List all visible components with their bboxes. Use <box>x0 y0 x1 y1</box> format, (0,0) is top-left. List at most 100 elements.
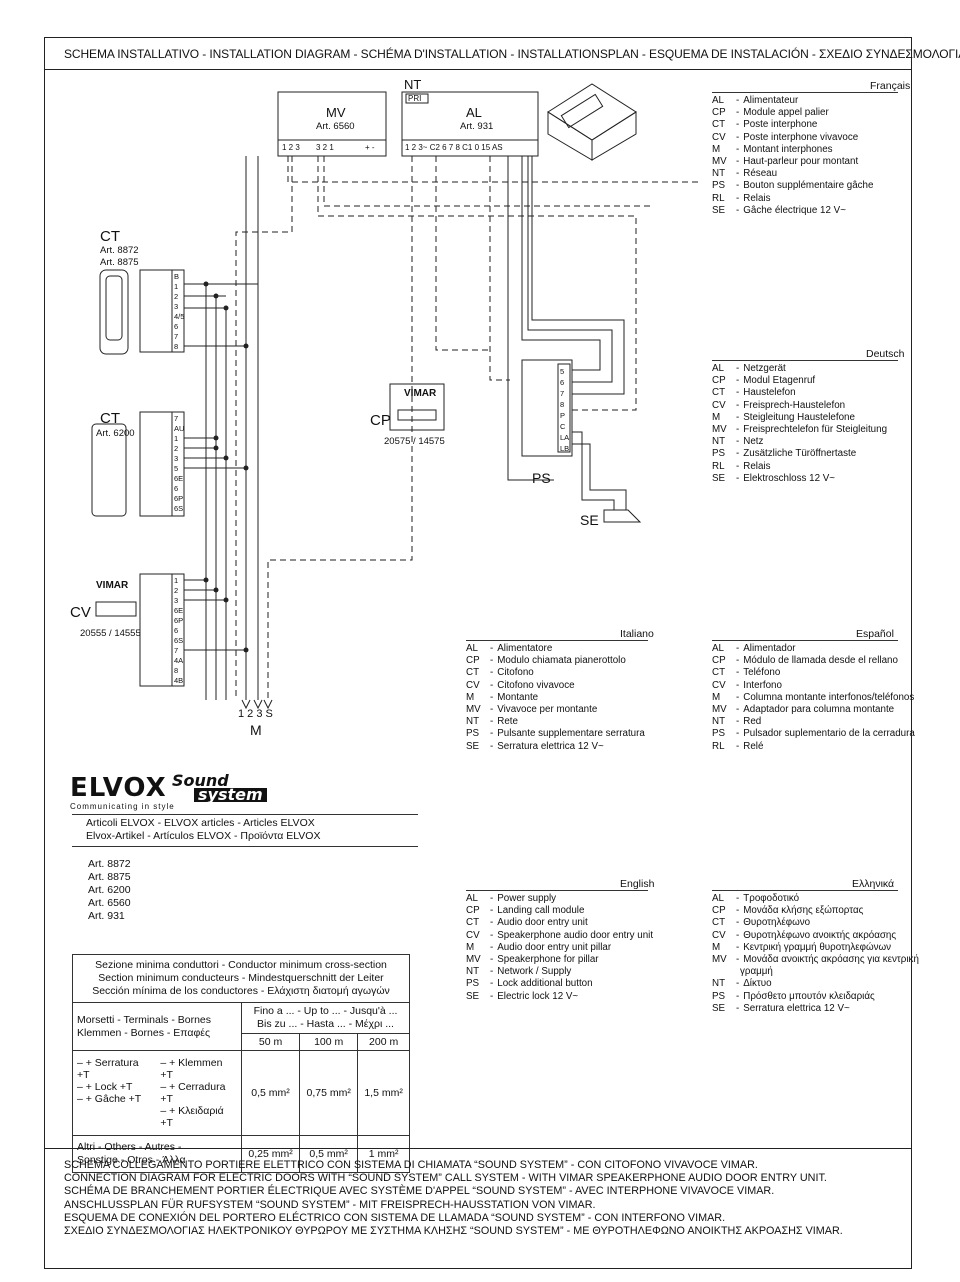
terminal-label: 7 <box>174 332 179 341</box>
legend-row: CV-Speakerphone audio door entry unit <box>466 930 653 942</box>
ct1-handset <box>99 269 129 355</box>
legend-key: MV <box>712 954 727 966</box>
terminal-label: 5 <box>560 367 565 376</box>
footer-line: ANSCHLUSSPLAN FÜR RUFSYSTEM “SOUND SYSTE… <box>64 1198 596 1211</box>
legend-key: M <box>466 941 475 953</box>
legend-dash: - <box>736 204 740 216</box>
legend-value: Landing call module <box>497 905 585 917</box>
cv-display <box>95 601 137 617</box>
terminal-label: 8 <box>560 400 565 409</box>
legend-dash: - <box>490 966 494 978</box>
page-frame <box>44 37 912 1269</box>
al-terms: 1 2 3~ C2 6 7 8 C1 0 15 AS <box>405 143 503 152</box>
cv-art: 20555 / 14555 <box>80 628 141 639</box>
legend-value: Serratura elettrica 12 V~ <box>497 740 604 752</box>
legend-key: AL <box>712 363 724 374</box>
legend-row: CP-Módulo de llamada desde el rellano <box>712 655 915 667</box>
article-item: Art. 8872 <box>88 858 131 870</box>
terminals-cell: Morsetti - Terminals - Bornes Klemmen - … <box>72 1002 242 1051</box>
legend-key: CP <box>712 655 726 667</box>
upto-1: Fino a ... - Up to ... - Jusqu'à ... <box>253 1005 398 1017</box>
terminal-label: 6E <box>174 606 184 615</box>
articles-title-2: Elvox-Artikel - Artículos ELVOX - Προϊόν… <box>86 830 321 842</box>
footer-line: ESQUEMA DE CONEXIÓN DEL PORTERO ELÉCTRIC… <box>64 1211 726 1224</box>
terminals-2: Klemmen - Bornes - Επαφές <box>77 1026 210 1039</box>
legend-dash: - <box>490 667 494 679</box>
legend-key: M <box>712 143 721 155</box>
legend-row: PS-Pulsante supplementare serratura <box>466 728 645 740</box>
legend-row: CP-Modul Etagenruf <box>712 375 887 387</box>
legend-row: NT-Δίκτυο <box>712 978 919 990</box>
dist-200: 200 m <box>357 1033 410 1051</box>
cv-brand: VIMAR <box>96 580 129 591</box>
legend-row: M-Columna montante interfonos/teléfonos <box>712 692 915 704</box>
legend-key: NT <box>712 436 726 448</box>
terminal-label: 8 <box>174 666 179 675</box>
legend-dash: - <box>736 893 740 904</box>
legend-key: CT <box>712 667 726 679</box>
upto-cell: Fino a ... - Up to ... - Jusqu'à ... Bis… <box>241 1002 410 1034</box>
legend-row: CT-Audio door entry unit <box>466 917 653 929</box>
ct2-art: Art. 6200 <box>96 428 135 439</box>
ct1-art1: Art. 8872 <box>100 245 139 256</box>
others-50: 0,25 mm² <box>240 1135 301 1173</box>
legend-row: NT-Rete <box>466 716 645 728</box>
legend-row: AL-Alimentateur <box>712 95 873 107</box>
lock-a3: – + Gâche +T <box>77 1093 142 1105</box>
legend-dash: - <box>736 978 740 990</box>
legend-key: CV <box>712 399 726 411</box>
legend-key: CP <box>466 655 480 667</box>
legend-dash: - <box>736 399 740 411</box>
legend-dash: - <box>736 387 740 399</box>
page-title: SCHEMA INSTALLATIVO - INSTALLATION DIAGR… <box>64 47 960 61</box>
legend-row: PS-Πρόσθετο μπουτόν κλειδαριάς <box>712 991 919 1003</box>
terminal-label: 6E <box>174 474 184 483</box>
legend-dash: - <box>490 917 494 929</box>
mv-label: MV <box>326 105 346 120</box>
legend-row: MV-Vivavoce per montante <box>466 704 645 716</box>
terminal-label: 6 <box>174 484 179 493</box>
wiring-diagram <box>91 83 700 710</box>
legend-key: MV <box>712 424 727 436</box>
sound-text: Sound <box>172 771 229 790</box>
legend-dash: - <box>736 472 740 484</box>
legend-row: M-Montant interphones <box>712 144 873 156</box>
legend-row: RL-Relais <box>712 193 873 205</box>
legend-dash: - <box>490 893 494 904</box>
legend-dash: - <box>736 667 740 679</box>
legend-value: Vivavoce per montante <box>497 704 598 716</box>
cv-terminal-strip <box>171 573 185 687</box>
legend-value: Gâche électrique 12 V~ <box>743 204 846 216</box>
legend-value: Adaptador para columna montante <box>743 704 895 716</box>
legend-value: Pulsante supplementare serratura <box>497 728 645 740</box>
legend-key: CT <box>466 667 480 679</box>
ct2-handset <box>91 423 127 517</box>
legend-value: Μονάδα κλήσης εξώπορτας <box>743 905 864 917</box>
legend-key: AL <box>466 893 478 904</box>
terminal-label: 6 <box>174 322 179 331</box>
legend-el-lang: Ελληνικά <box>852 878 895 890</box>
footer-line: CONNECTION DIAGRAM FOR ELECTRIC DOORS WI… <box>64 1172 827 1185</box>
terminals-1: Morsetti - Terminals - Bornes <box>77 1013 212 1026</box>
legend-key: M <box>712 691 721 703</box>
legend-dash: - <box>490 716 494 728</box>
legend-value: Module appel palier <box>743 107 829 119</box>
legend-dash: - <box>490 929 494 941</box>
terminal-label: 6 <box>560 378 565 387</box>
legend-key: CT <box>712 119 726 131</box>
legend-row: AL-Alimentador <box>712 643 915 655</box>
legend-dash: - <box>490 691 494 703</box>
legend-dash: - <box>490 941 494 953</box>
article-item: Art. 8875 <box>88 871 131 883</box>
legend-key: SE <box>712 1002 726 1014</box>
legend-dash: - <box>736 691 740 703</box>
legend-row: CV-Θυροτηλέφωνο ανοικτής ακρόασης <box>712 930 919 942</box>
legend-dash: - <box>736 143 740 155</box>
legend-value: Freisprechtelefon für Steigleitung <box>743 424 888 436</box>
header-divider <box>44 69 912 70</box>
